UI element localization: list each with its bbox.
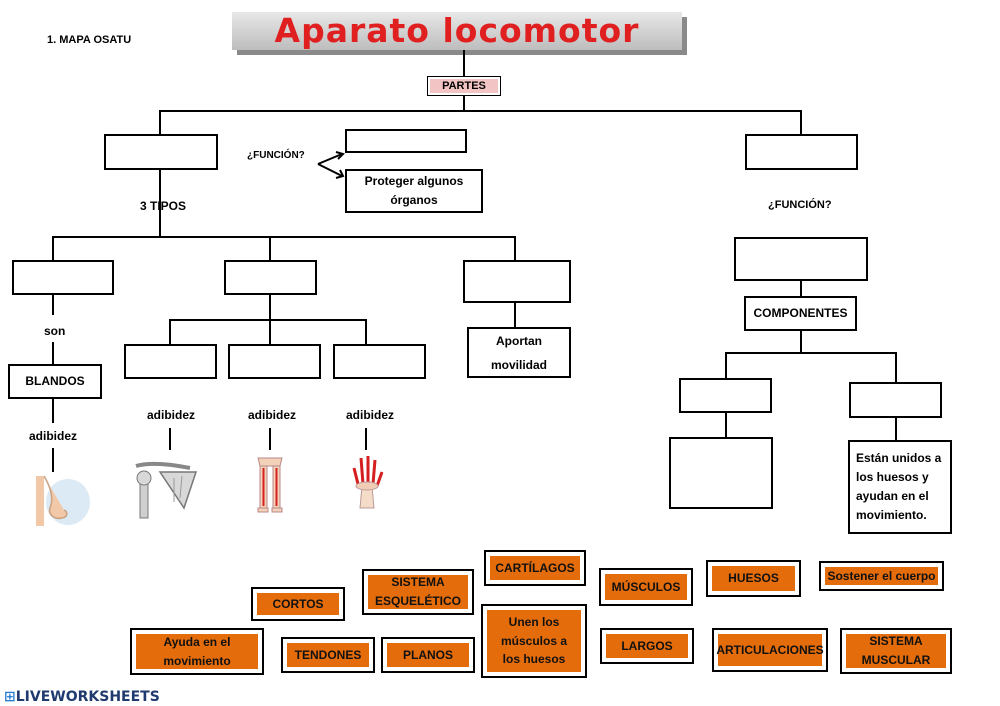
- answer-card-label: ARTICULACIONES: [716, 634, 824, 666]
- connector: [52, 342, 54, 364]
- answer-card-label: HUESOS: [712, 566, 795, 591]
- answer-card-sistema-esqueletico[interactable]: SISTEMA ESQUELÉTICO: [362, 569, 474, 615]
- answer-card-label: LARGOS: [606, 634, 688, 658]
- drop-slot-right-function[interactable]: [734, 237, 868, 281]
- drop-slot-type-2[interactable]: [224, 260, 317, 295]
- aportan-text: Aportan movilidad: [490, 333, 547, 372]
- answer-card-tendones[interactable]: TENDONES: [281, 637, 375, 673]
- connector: [463, 96, 465, 111]
- answer-card-label: Sostener el cuerpo: [825, 567, 938, 585]
- answer-card-musculos[interactable]: MÚSCULOS: [599, 568, 693, 606]
- connector: [52, 448, 54, 472]
- drop-slot-component-1-function[interactable]: [669, 437, 773, 509]
- nose-icon: [36, 475, 90, 526]
- connector: [169, 319, 171, 344]
- partes-node: PARTES: [427, 76, 501, 96]
- connector: [159, 110, 161, 134]
- connector: [52, 236, 54, 261]
- adibidez-label-2: adibidez: [147, 408, 196, 422]
- connector: [725, 413, 727, 437]
- hand-bones-icon: [352, 456, 384, 509]
- answer-card-label: CARTÍLAGOS: [490, 556, 580, 580]
- liveworksheets-logo: ⊞LIVEWORKSHEETS: [4, 689, 160, 705]
- answer-card-cortos[interactable]: CORTOS: [251, 587, 345, 621]
- connector: [169, 428, 171, 450]
- answer-card-sistema-muscular[interactable]: SISTEMA MUSCULAR: [840, 628, 952, 674]
- answer-card-label: Ayuda en el movimiento: [136, 634, 258, 669]
- connector: [159, 169, 161, 237]
- drop-slot-bone-2[interactable]: [228, 344, 321, 379]
- drop-slot-component-2[interactable]: [849, 382, 942, 418]
- logo-icon: ⊞: [4, 689, 16, 705]
- connector: [800, 110, 802, 134]
- answer-card-huesos[interactable]: HUESOS: [706, 560, 801, 597]
- adibidez-label-1: adibidez: [29, 429, 78, 443]
- adibidez-label-4: adibidez: [346, 408, 395, 422]
- answer-card-planos[interactable]: PLANOS: [381, 637, 475, 673]
- connector: [52, 236, 516, 238]
- answer-card-cartilagos[interactable]: CARTÍLAGOS: [484, 550, 586, 586]
- connector: [52, 399, 54, 423]
- connector: [514, 236, 516, 261]
- connector: [895, 418, 897, 440]
- answer-card-label: MÚSCULOS: [605, 574, 687, 600]
- connector: [365, 319, 367, 344]
- branch-arrows-icon: [317, 151, 345, 179]
- connector: [52, 295, 54, 315]
- answer-card-label: Unen los músculos a los huesos: [487, 610, 581, 672]
- answer-card-label: PLANOS: [387, 643, 469, 667]
- drop-slot-right-part[interactable]: [745, 134, 858, 170]
- connector: [269, 428, 271, 450]
- connector: [269, 319, 271, 344]
- connector: [463, 50, 465, 76]
- drop-slot-type-1[interactable]: [12, 260, 114, 295]
- connector: [514, 303, 516, 328]
- exercise-label: 1. MAPA OSATU: [47, 34, 132, 46]
- son-label: son: [44, 324, 66, 338]
- connector: [725, 352, 727, 378]
- connector: [895, 352, 897, 382]
- answer-card-articulaciones[interactable]: ARTICULACIONES: [712, 628, 828, 672]
- drop-slot-bone-1[interactable]: [124, 344, 217, 379]
- answer-card-sostener-cuerpo[interactable]: Sostener el cuerpo: [819, 561, 944, 591]
- answer-card-unen-musculos[interactable]: Unen los músculos a los huesos: [481, 604, 587, 678]
- page-title: Aparato locomotor: [274, 11, 640, 50]
- drop-slot-left-part[interactable]: [104, 134, 218, 170]
- unidos-huesos-box: Están unidos a los huesos y ayudan en el…: [848, 440, 952, 534]
- answer-card-largos[interactable]: LARGOS: [600, 628, 694, 664]
- drop-slot-component-1[interactable]: [679, 378, 772, 413]
- leg-bones-icon: [257, 457, 283, 513]
- blandos-box: BLANDOS: [8, 364, 102, 399]
- connector: [800, 331, 802, 353]
- answer-card-ayuda-movimiento[interactable]: Ayuda en el movimiento: [130, 628, 264, 675]
- aportan-movilidad-box: Aportan movilidad: [467, 327, 571, 378]
- protect-organs-box: Proteger algunos órganos: [345, 169, 483, 213]
- drop-slot-bone-3[interactable]: [333, 344, 426, 379]
- partes-label: PARTES: [430, 79, 498, 93]
- connector: [365, 428, 367, 450]
- answer-card-label: SISTEMA MUSCULAR: [846, 634, 946, 668]
- funcion-label-left: ¿FUNCIÓN?: [247, 150, 305, 161]
- shoulder-bones-icon: [135, 461, 198, 519]
- connector: [725, 352, 897, 354]
- connector: [269, 236, 271, 261]
- componentes-box: COMPONENTES: [744, 296, 857, 331]
- answer-card-label: SISTEMA ESQUELÉTICO: [368, 575, 468, 609]
- title-banner: [232, 12, 682, 50]
- answer-card-label: TENDONES: [287, 643, 369, 667]
- connector: [269, 295, 271, 320]
- adibidez-label-3: adibidez: [248, 408, 297, 422]
- drop-slot-function-1[interactable]: [345, 129, 467, 153]
- connector: [800, 281, 802, 297]
- funcion-label-right: ¿FUNCIÓN?: [768, 199, 832, 211]
- answer-card-label: CORTOS: [257, 593, 339, 615]
- connector: [169, 319, 367, 321]
- tres-tipos-label: 3 TIPOS: [140, 199, 187, 213]
- connector: [159, 110, 802, 112]
- drop-slot-type-3[interactable]: [463, 260, 571, 303]
